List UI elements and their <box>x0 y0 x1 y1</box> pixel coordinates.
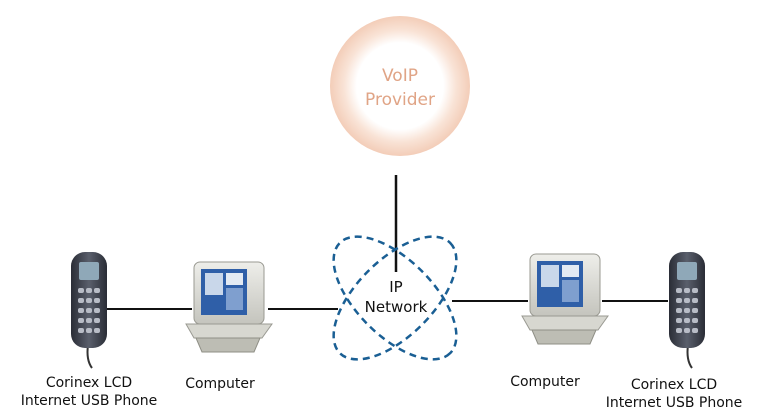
left-usb-phone-icon <box>71 252 107 369</box>
left-phone-label-line1: Corinex LCD <box>45 375 133 391</box>
network-label-line2: Network <box>365 298 428 316</box>
left-phone-label: Corinex LCD Internet USB Phone <box>4 374 174 410</box>
left-computer-label: Computer <box>185 376 255 392</box>
right-phone-label: Corinex LCD Internet USB Phone <box>590 376 758 412</box>
voip-provider-node: VoIP Provider <box>330 16 470 156</box>
right-computer-icon <box>521 253 609 345</box>
left-computer-icon <box>185 261 273 353</box>
network-label-line1: IP <box>389 278 402 296</box>
provider-label-line2: Provider <box>365 90 435 110</box>
left-phone-label-line2: Internet USB Phone <box>20 393 158 409</box>
ip-network-cloud <box>332 235 458 361</box>
right-usb-phone-icon <box>669 252 705 369</box>
right-phone-label-line1: Corinex LCD <box>630 377 718 393</box>
provider-label-line1: VoIP <box>382 66 418 86</box>
right-computer-label: Computer <box>510 374 580 390</box>
right-phone-label-line2: Internet USB Phone <box>605 395 743 411</box>
